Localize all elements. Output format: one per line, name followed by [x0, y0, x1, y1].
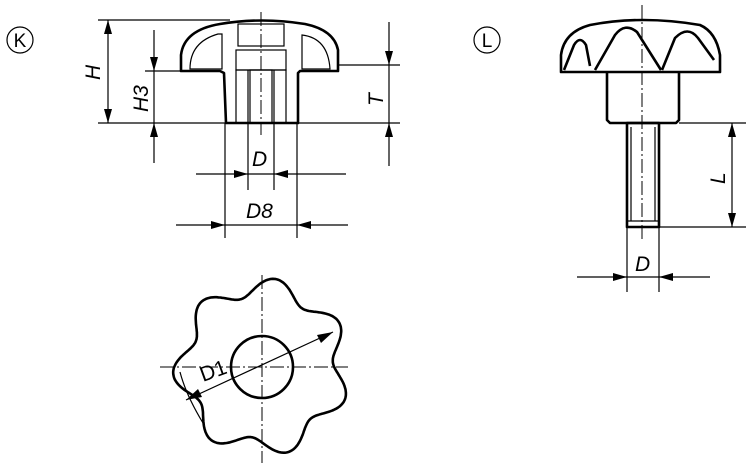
dim-d1-line: [185, 331, 334, 401]
knob-grip-flutes: [562, 26, 716, 71]
dim-d-label: D: [252, 148, 267, 171]
knob-head: [559, 18, 722, 74]
knob-section: [179, 19, 340, 125]
dim-t-label: T: [365, 91, 388, 106]
view-marker-k-circle: [6, 26, 34, 54]
view-marker-l: L: [482, 31, 493, 52]
dim-l-label: L: [707, 172, 730, 184]
dim-d8-label: D8: [246, 200, 273, 223]
view-k: K H H3 T D D8: [6, 12, 400, 238]
view-l: L L D: [473, 5, 746, 292]
top-view: D1: [160, 275, 348, 463]
view-marker-l-circle: [473, 26, 501, 54]
dim-d-label: D: [635, 253, 650, 276]
star-knob-outline: [171, 277, 348, 454]
knob-hub: [605, 72, 681, 125]
dim-h-label: H: [82, 64, 105, 80]
dim-h3-label: H3: [130, 85, 153, 112]
knob-cavity: [189, 33, 331, 70]
threaded-stud: [625, 121, 661, 229]
view-marker-k: K: [14, 31, 27, 52]
